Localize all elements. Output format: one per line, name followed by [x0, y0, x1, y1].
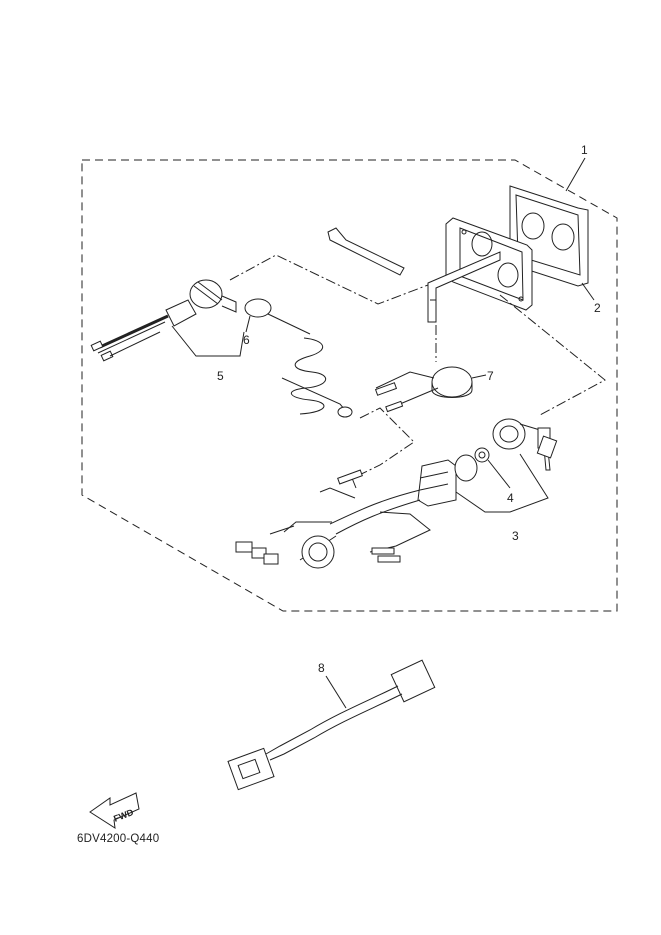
fwd-arrow-icon [89, 792, 140, 829]
callout-8: 8 [318, 661, 325, 675]
extension-harness [227, 659, 436, 791]
callout-2: 2 [594, 301, 601, 315]
main-harness [235, 454, 478, 569]
switch-assembly [90, 279, 237, 362]
callout-1: 1 [581, 143, 588, 157]
lanyard-cord [244, 298, 353, 418]
key-switch [474, 418, 558, 471]
buzzer [374, 366, 487, 413]
leader-1 [565, 157, 586, 192]
callout-4: 4 [507, 491, 514, 505]
kit-boundary [81, 159, 618, 612]
leader-3-4 [455, 453, 549, 513]
bracket [427, 251, 501, 323]
callout-5: 5 [217, 369, 224, 383]
callout-3: 3 [512, 529, 519, 543]
leader-6 [245, 315, 251, 333]
leader-5 [171, 325, 245, 357]
callout-7: 7 [487, 369, 494, 383]
diagram-code: 6DV4200-Q440 [77, 833, 160, 845]
assembly-lines [229, 254, 606, 479]
cable-tie [327, 227, 405, 276]
callout-6: 6 [243, 333, 250, 347]
